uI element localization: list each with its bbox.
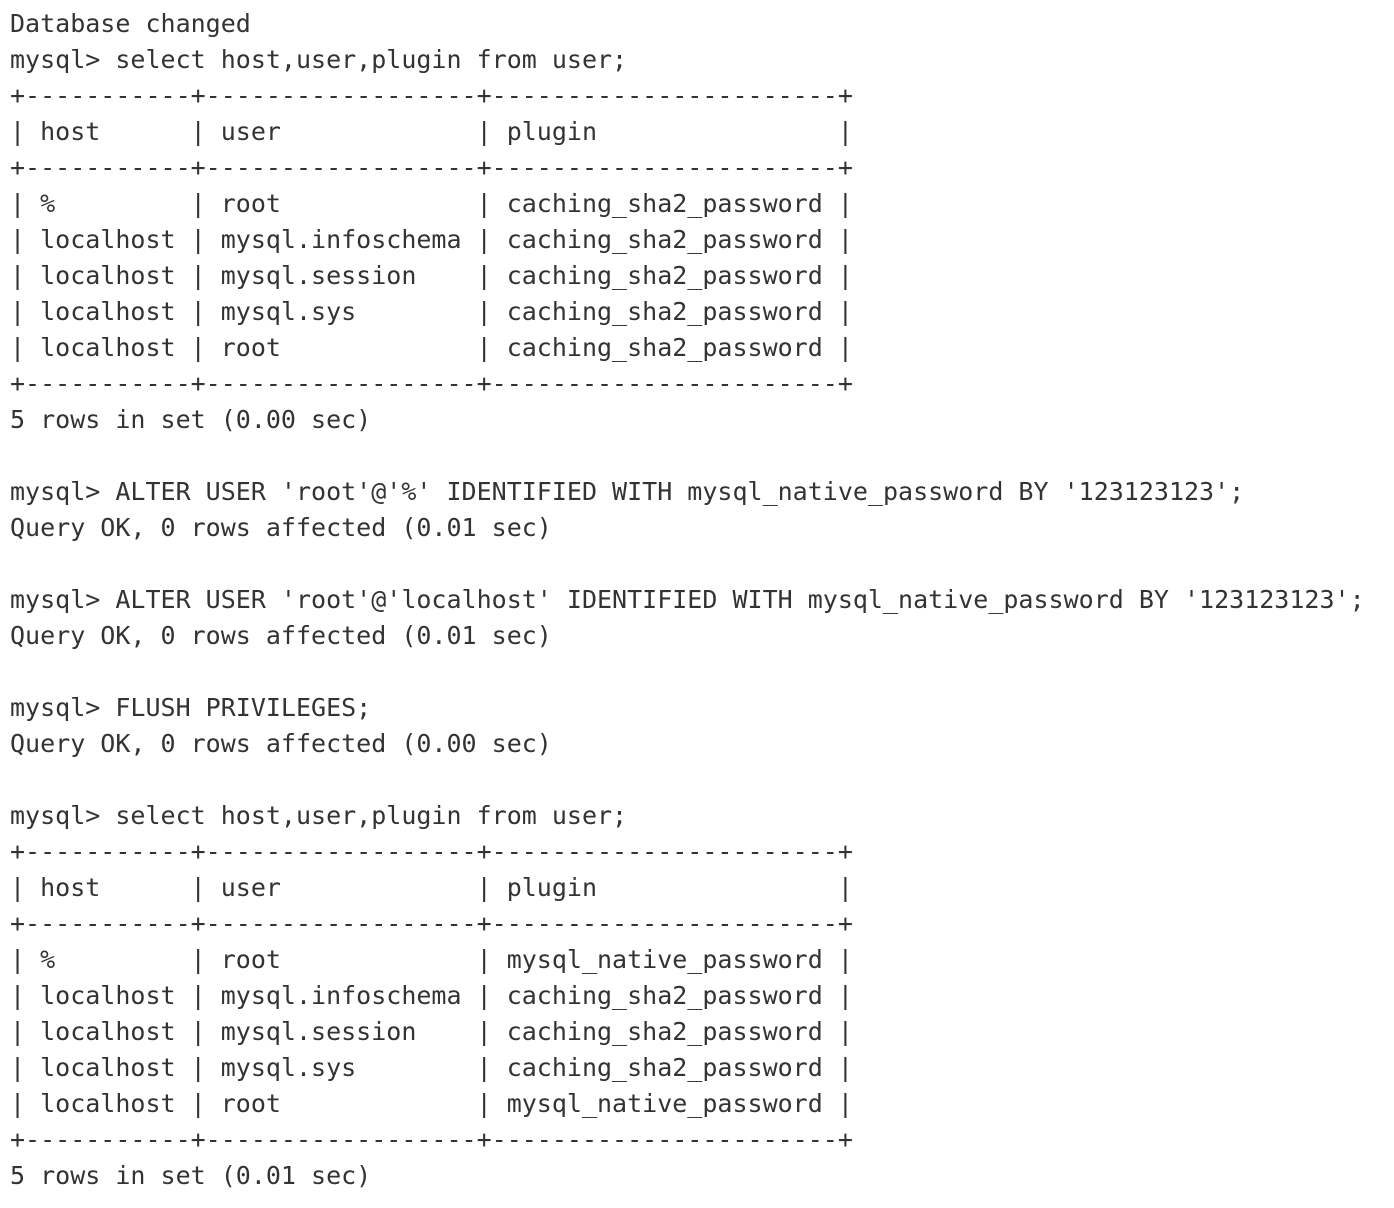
blank-line <box>10 654 1394 690</box>
table-border: +-----------+------------------+--------… <box>10 81 853 110</box>
table-border: +-----------+------------------+--------… <box>10 837 853 866</box>
command-line: mysql> ALTER USER 'root'@'localhost' IDE… <box>10 585 1365 614</box>
blank-line <box>10 438 1394 474</box>
blank-line <box>10 546 1394 582</box>
table-row: | localhost | mysql.infoschema | caching… <box>10 981 853 1010</box>
command-line: mysql> select host,user,plugin from user… <box>10 801 628 830</box>
table-row: | localhost | root | mysql_native_passwo… <box>10 1089 853 1118</box>
table-border: +-----------+------------------+--------… <box>10 153 853 182</box>
result-summary: Query OK, 0 rows affected (0.01 sec) <box>10 513 552 542</box>
table-row: | localhost | mysql.session | caching_sh… <box>10 1017 853 1046</box>
table-border: +-----------+------------------+--------… <box>10 369 853 398</box>
table-row: | % | root | mysql_native_password | <box>10 945 853 974</box>
output-line: Database changed <box>10 9 251 38</box>
result-summary: 5 rows in set (0.00 sec) <box>10 405 372 434</box>
table-header: | host | user | plugin | <box>10 117 853 146</box>
table-row: | localhost | mysql.infoschema | caching… <box>10 225 853 254</box>
table-row: | localhost | mysql.sys | caching_sha2_p… <box>10 1053 853 1082</box>
command-line: mysql> FLUSH PRIVILEGES; <box>10 693 372 722</box>
table-row: | % | root | caching_sha2_password | <box>10 189 853 218</box>
table-row: | localhost | mysql.session | caching_sh… <box>10 261 853 290</box>
table-row: | localhost | mysql.sys | caching_sha2_p… <box>10 297 853 326</box>
table-row: | localhost | root | caching_sha2_passwo… <box>10 333 853 362</box>
table-border: +-----------+------------------+--------… <box>10 1125 853 1154</box>
table-header: | host | user | plugin | <box>10 873 853 902</box>
result-summary: Query OK, 0 rows affected (0.00 sec) <box>10 729 552 758</box>
blank-line <box>10 762 1394 798</box>
table-border: +-----------+------------------+--------… <box>10 909 853 938</box>
result-summary: Query OK, 0 rows affected (0.01 sec) <box>10 621 552 650</box>
result-summary: 5 rows in set (0.01 sec) <box>10 1161 372 1190</box>
command-line: mysql> select host,user,plugin from user… <box>10 45 628 74</box>
command-line: mysql> ALTER USER 'root'@'%' IDENTIFIED … <box>10 477 1245 506</box>
